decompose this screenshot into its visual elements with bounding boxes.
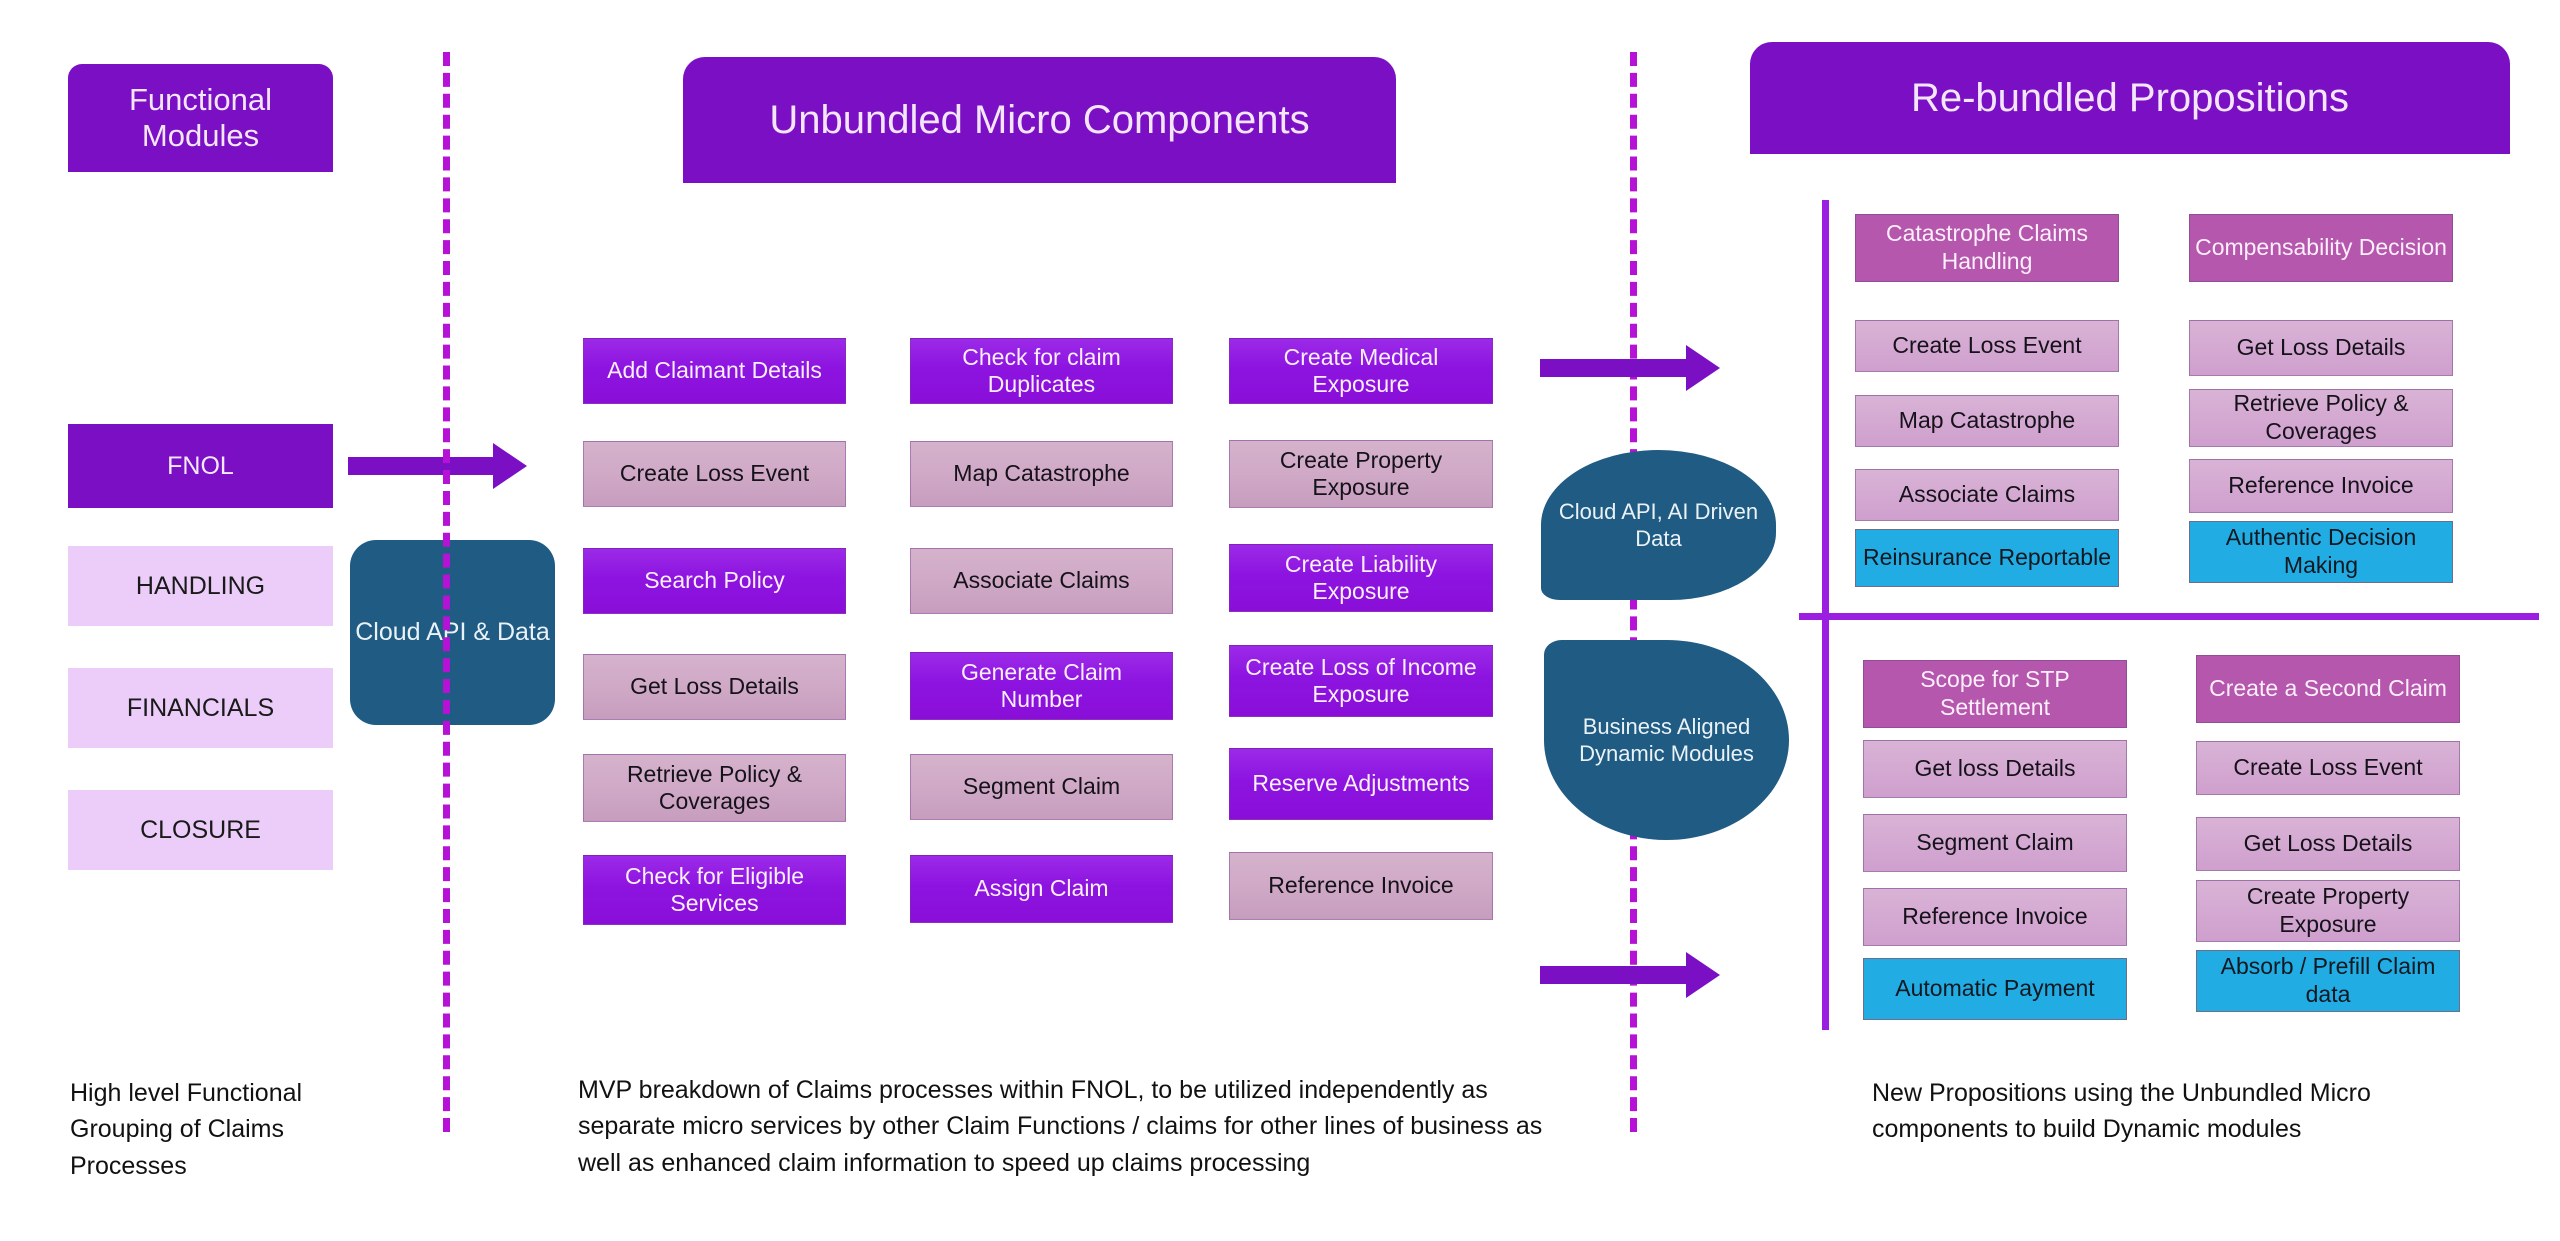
- proposition-item-outcome[interactable]: Reinsurance Reportable: [1855, 529, 2119, 587]
- proposition-item-outcome[interactable]: Automatic Payment: [1863, 958, 2127, 1020]
- micro-component-box[interactable]: Create Loss Event: [583, 441, 846, 507]
- arrow-components-to-propositions-bottom: [1540, 952, 1730, 998]
- proposition-item[interactable]: Reference Invoice: [1863, 888, 2127, 946]
- rebundled-caption: New Propositions using the Unbundled Mic…: [1872, 1079, 2371, 1144]
- functional-modules-header: Functional Modules: [68, 64, 333, 172]
- micro-component-box[interactable]: Add Claimant Details: [583, 338, 846, 404]
- rebundled-title: Re-bundled Propositions: [1910, 76, 2350, 120]
- business-aligned-label: Business Aligned Dynamic Modules: [1579, 713, 1754, 767]
- module-label: HANDLING: [135, 571, 266, 600]
- proposition-item[interactable]: Map Catastrophe: [1855, 395, 2119, 447]
- unbundled-caption: MVP breakdown of Claims processes within…: [578, 1076, 1543, 1177]
- proposition-item[interactable]: Reference Invoice: [2189, 459, 2453, 513]
- micro-component-box[interactable]: Get Loss Details: [583, 654, 846, 720]
- arrow-fnol-to-components: [348, 443, 530, 489]
- micro-component-box[interactable]: Reference Invoice: [1229, 852, 1493, 920]
- micro-component-box[interactable]: Check for claim Duplicates: [910, 338, 1173, 404]
- divider-horizontal-quadrants: [1799, 613, 2539, 620]
- module-label: FINANCIALS: [126, 693, 275, 722]
- micro-component-box[interactable]: Map Catastrophe: [910, 441, 1173, 507]
- unbundled-title: Unbundled Micro Components: [769, 98, 1310, 142]
- proposition-item[interactable]: Associate Claims: [1855, 469, 2119, 521]
- micro-component-box[interactable]: Create Property Exposure: [1229, 440, 1493, 508]
- micro-component-box[interactable]: Retrieve Policy & Coverages: [583, 754, 846, 822]
- business-aligned-dynamic-modules-node: Business Aligned Dynamic Modules: [1544, 640, 1789, 840]
- micro-component-box[interactable]: Reserve Adjustments: [1229, 748, 1493, 820]
- module-financials[interactable]: FINANCIALS: [68, 668, 333, 748]
- arrow-components-to-propositions-top: [1540, 345, 1730, 391]
- proposition-group-header[interactable]: Scope for STP Settlement: [1863, 660, 2127, 728]
- cloud-api-ai-driven-data-node: Cloud API, AI Driven Data: [1541, 450, 1776, 600]
- micro-component-box[interactable]: Segment Claim: [910, 754, 1173, 820]
- functional-modules-title: Functional Modules: [128, 82, 273, 153]
- proposition-item[interactable]: Get Loss Details: [2189, 320, 2453, 376]
- module-fnol[interactable]: FNOL: [68, 424, 333, 508]
- proposition-item[interactable]: Create Loss Event: [2196, 741, 2460, 795]
- cloud-api-ai-label: Cloud API, AI Driven Data: [1558, 498, 1759, 552]
- proposition-item-outcome[interactable]: Authentic Decision Making: [2189, 521, 2453, 583]
- proposition-item[interactable]: Get Loss Details: [2196, 817, 2460, 871]
- cloud-api-and-data-node: Cloud API & Data: [350, 540, 555, 725]
- micro-component-box[interactable]: Create Liability Exposure: [1229, 544, 1493, 612]
- functional-modules-caption: High level Functional Grouping of Claims…: [70, 1079, 303, 1180]
- proposition-item[interactable]: Retrieve Policy & Coverages: [2189, 389, 2453, 447]
- rebundled-propositions-header: Re-bundled Propositions: [1750, 42, 2510, 154]
- micro-component-box[interactable]: Search Policy: [583, 548, 846, 614]
- proposition-group-header[interactable]: Compensability Decision: [2189, 214, 2453, 282]
- proposition-group-header[interactable]: Create a Second Claim: [2196, 655, 2460, 723]
- module-closure[interactable]: CLOSURE: [68, 790, 333, 870]
- micro-component-box[interactable]: Associate Claims: [910, 548, 1173, 614]
- module-label: FNOL: [167, 451, 234, 480]
- micro-component-box[interactable]: Check for Eligible Services: [583, 855, 846, 925]
- proposition-item[interactable]: Segment Claim: [1863, 814, 2127, 872]
- micro-component-box[interactable]: Create Loss of Income Exposure: [1229, 645, 1493, 717]
- unbundled-micro-components-header: Unbundled Micro Components: [683, 57, 1396, 183]
- proposition-item-outcome[interactable]: Absorb / Prefill Claim data: [2196, 950, 2460, 1012]
- proposition-item[interactable]: Create Loss Event: [1855, 320, 2119, 372]
- proposition-group-header[interactable]: Catastrophe Claims Handling: [1855, 214, 2119, 282]
- cloud-api-and-data-label: Cloud API & Data: [355, 617, 550, 646]
- module-label: CLOSURE: [140, 815, 261, 844]
- micro-component-box[interactable]: Assign Claim: [910, 855, 1173, 923]
- module-handling[interactable]: HANDLING: [68, 546, 333, 626]
- micro-component-box[interactable]: Create Medical Exposure: [1229, 338, 1493, 404]
- proposition-item[interactable]: Create Property Exposure: [2196, 880, 2460, 942]
- micro-component-box[interactable]: Generate Claim Number: [910, 652, 1173, 720]
- divider-dashed-left: [443, 52, 450, 1132]
- proposition-item[interactable]: Get loss Details: [1863, 740, 2127, 798]
